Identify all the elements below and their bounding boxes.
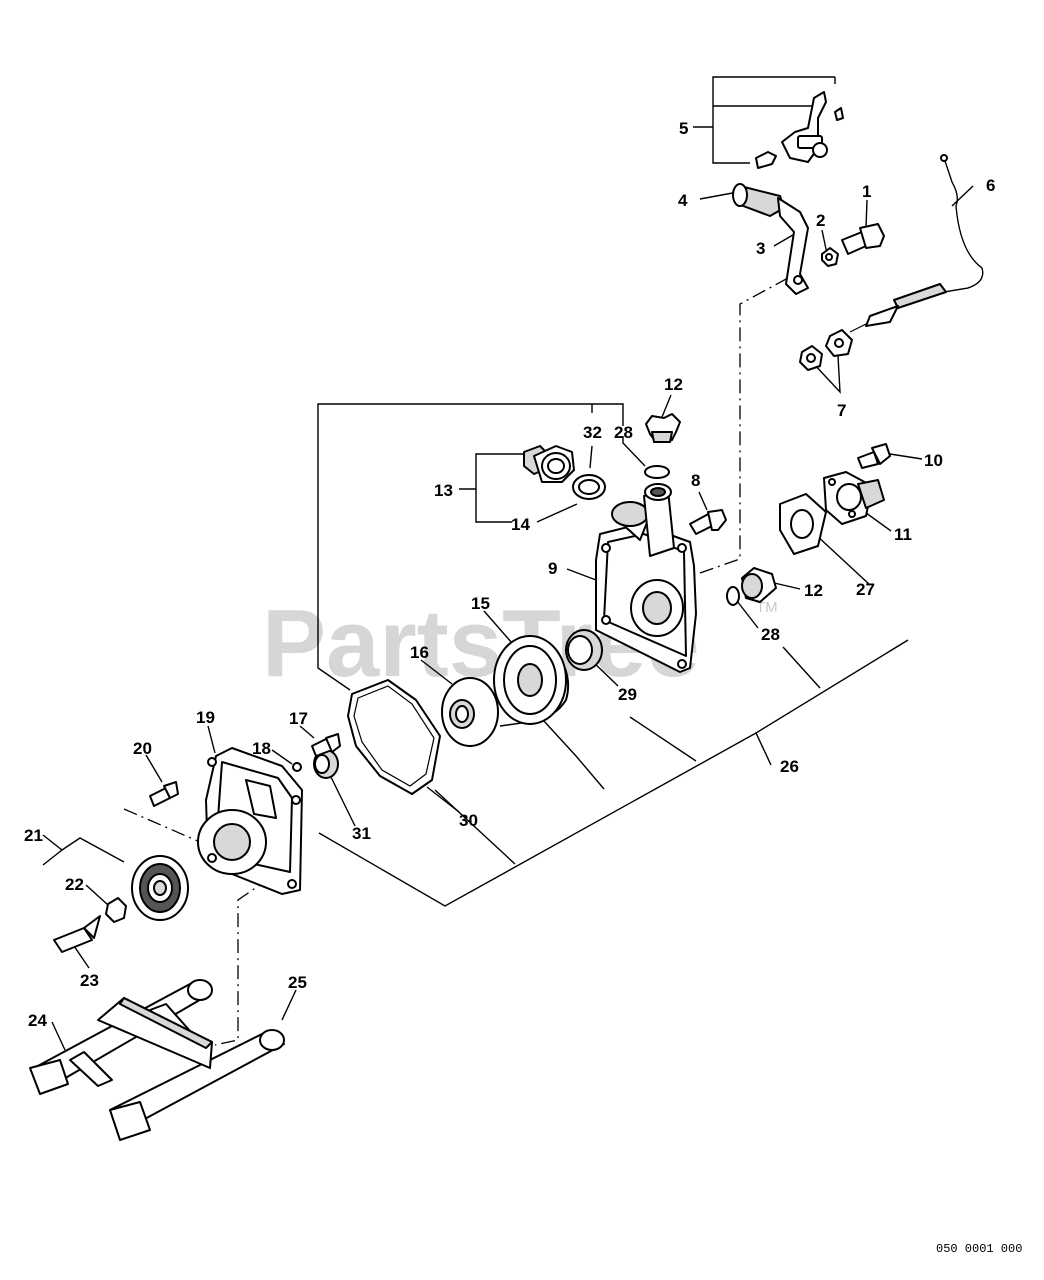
part-11-flange [823,471,885,525]
part-30-casing-gasket [347,679,441,795]
callout-4: 4 [678,191,688,210]
callout-3: 3 [756,239,765,258]
watermark-trademark: TM [756,599,778,616]
callout-9: 9 [548,559,557,578]
part-13-hose-fitting [523,445,575,483]
part-27-flange-gasket [779,493,827,555]
callout-6: 6 [986,176,995,195]
callout-15: 15 [471,594,490,613]
callout-27: 27 [856,580,875,599]
part-19-pump-housing [197,747,303,895]
part-23-pin [53,915,101,953]
callout-19: 19 [196,708,215,727]
part-20-bolt [149,781,179,807]
callout-21: 21 [24,826,43,845]
callout-5: 5 [679,119,688,138]
callout-22: 22 [65,875,84,894]
callout-25: 25 [288,973,307,992]
part-9-pump-casing [595,483,697,673]
part-21-bearing [131,855,189,921]
callout-13: 13 [434,481,453,500]
part-24-25-base-frame [29,979,285,1141]
callout-18: 18 [252,739,271,758]
part-28-o-ring-top [644,465,670,479]
callout-2: 2 [816,211,825,230]
callout-1: 1 [862,182,871,201]
part-8-bolt [689,509,727,535]
part-7-nuts [799,329,853,371]
part-28-o-ring-side [726,586,740,606]
part-15-volute [493,635,570,725]
callout-28-top: 28 [614,423,633,442]
callout-20: 20 [133,739,152,758]
callout-8: 8 [691,471,700,490]
part-32-gasket [572,474,606,500]
part-6-throttle-cable [849,154,984,333]
part-22-nut [105,897,127,923]
part-29-mechanical-seal [565,629,603,671]
callout-28-side: 28 [761,625,780,644]
callout-7: 7 [837,401,846,420]
callout-14: 14 [511,515,530,534]
part-3-handle-arm [777,197,809,295]
part-5-throttle-lever [755,91,844,169]
part-12-drain-plug-top [645,413,681,443]
callout-11: 11 [894,525,912,544]
callout-labels: 1 2 3 4 5 6 7 8 9 10 11 12 12 13 14 15 1… [24,119,995,1030]
callout-10: 10 [924,451,943,470]
part-10-bolt [857,443,891,469]
part-18-washer [292,762,302,772]
part-17-bolt [311,733,341,757]
part-4-grip [732,183,785,217]
callout-23: 23 [80,971,99,990]
callout-30: 30 [459,811,478,830]
part-12-drain-plug-side [741,567,777,603]
callout-29: 29 [618,685,637,704]
part-1-bolt [841,223,885,255]
callout-16: 16 [410,643,429,662]
callout-31: 31 [352,824,371,843]
callout-24: 24 [28,1011,47,1030]
callout-32: 32 [583,423,602,442]
diagram-reference-code: 050 0001 000 [936,1242,1022,1256]
callout-26: 26 [780,757,799,776]
callout-17: 17 [289,709,308,728]
part-31-shaft-seal [313,749,339,779]
callout-12-top: 12 [664,375,683,394]
callout-12-side: 12 [804,581,823,600]
part-2-washer [821,247,839,267]
part-16-impeller [441,677,499,747]
